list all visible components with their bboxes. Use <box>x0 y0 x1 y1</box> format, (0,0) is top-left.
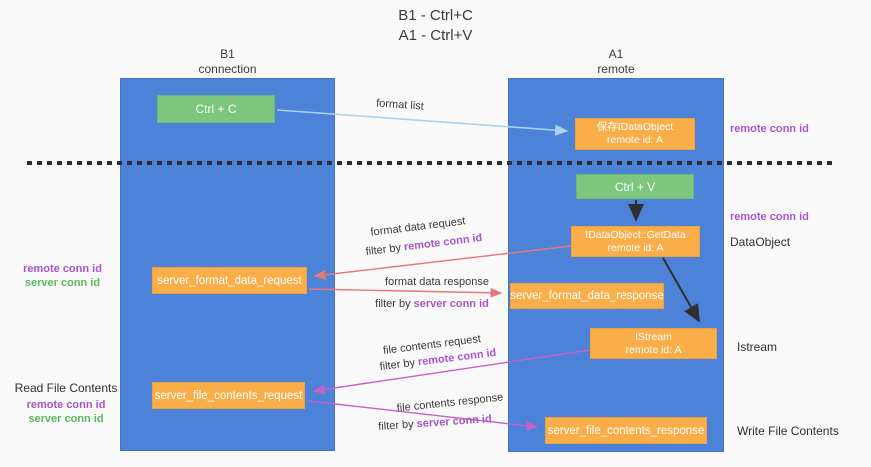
format-data-response-arrow <box>308 287 503 298</box>
ctrl-v-label: Ctrl + V <box>614 179 656 194</box>
format-data-response-filter-label: filter by server conn id <box>375 298 489 310</box>
filter-by-text: filter by <box>377 418 418 433</box>
ctrl-v-box: Ctrl + V <box>576 174 694 199</box>
server-file-contents-response-box: server_file_contents_response <box>545 417 707 444</box>
istream-line1: IStream <box>635 330 672 343</box>
server-conn-id-text: server conn id <box>416 413 493 431</box>
server-file-contents-request-box: server_file_contents_request <box>152 382 305 409</box>
server-format-data-response-label: server_format_data_response <box>510 290 664 302</box>
header-b1-line2: connection <box>198 62 257 76</box>
istream-annotation: Istream <box>737 340 778 354</box>
dataobject-annotation: DataObject <box>730 235 791 249</box>
server-file-contents-request-label: server_file_contents_request <box>154 389 303 402</box>
left-bottom-remote-conn-id: remote conn id <box>26 399 106 411</box>
getdata-line2: remote id: A <box>607 241 664 254</box>
header-a1-line1: A1 <box>608 47 624 61</box>
server-format-data-request-label: server_format_data_request <box>157 274 302 287</box>
title-line-2: A1 - Ctrl+V <box>398 27 473 44</box>
header-a1-line2: remote <box>597 62 635 76</box>
remote-conn-id-text: remote conn id <box>403 231 483 254</box>
left-mid-server-conn-id: server conn id <box>24 277 101 289</box>
read-file-contents-annotation: Read File Contents <box>14 381 118 395</box>
header-a1-remote: A1 remote <box>508 47 724 77</box>
filter-by-text: filter by <box>365 241 405 259</box>
phase-divider-dashed-line <box>27 161 833 165</box>
left-bottom-server-conn-id: server conn id <box>28 413 104 425</box>
left-mid-annotations: remote conn id server conn id <box>10 262 115 290</box>
title-line-1: B1 - Ctrl+C <box>398 7 473 24</box>
getdata-box: IDataObject::GetData remote id: A <box>571 226 700 257</box>
header-b1-connection: B1 connection <box>120 47 335 77</box>
ctrl-c-label: Ctrl + C <box>195 102 237 116</box>
remote-conn-id-annotation-top: remote conn id <box>730 123 809 135</box>
filter-by-text: filter by <box>379 356 419 374</box>
save-idataobject-line2: remote id: A <box>606 134 664 146</box>
save-idataobject-box: 保存IDataObject remote id: A <box>575 118 695 150</box>
write-file-contents-annotation: Write File Contents <box>737 424 839 438</box>
left-mid-remote-conn-id: remote conn id <box>23 263 102 275</box>
ctrl-c-box: Ctrl + C <box>157 95 275 123</box>
save-idataobject-line1: 保存IDataObject <box>596 121 674 133</box>
istream-box: IStream remote id: A <box>590 328 717 359</box>
header-b1-line1: B1 <box>220 47 235 61</box>
format-data-response-label: format data response <box>385 276 489 288</box>
diagram-title: B1 - Ctrl+C A1 - Ctrl+V <box>0 6 871 46</box>
filter-by-text: filter by <box>375 298 414 310</box>
file-contents-response-filter-label: filter by server conn id <box>378 413 492 433</box>
getdata-line1: IDataObject::GetData <box>585 228 686 241</box>
format-list-label: format list <box>375 97 425 113</box>
left-bottom-annotations: Read File Contents remote conn id server… <box>10 381 122 426</box>
istream-line2: remote id: A <box>625 343 682 356</box>
server-file-contents-response-label: server_file_contents_response <box>547 424 705 437</box>
server-conn-id-text: server conn id <box>413 298 489 310</box>
file-contents-response-label: file contents response <box>396 391 504 415</box>
server-format-data-response-box: server_format_data_response <box>510 283 664 309</box>
server-format-data-request-box: server_format_data_request <box>152 267 307 294</box>
remote-conn-id-annotation-mid: remote conn id <box>730 211 809 223</box>
